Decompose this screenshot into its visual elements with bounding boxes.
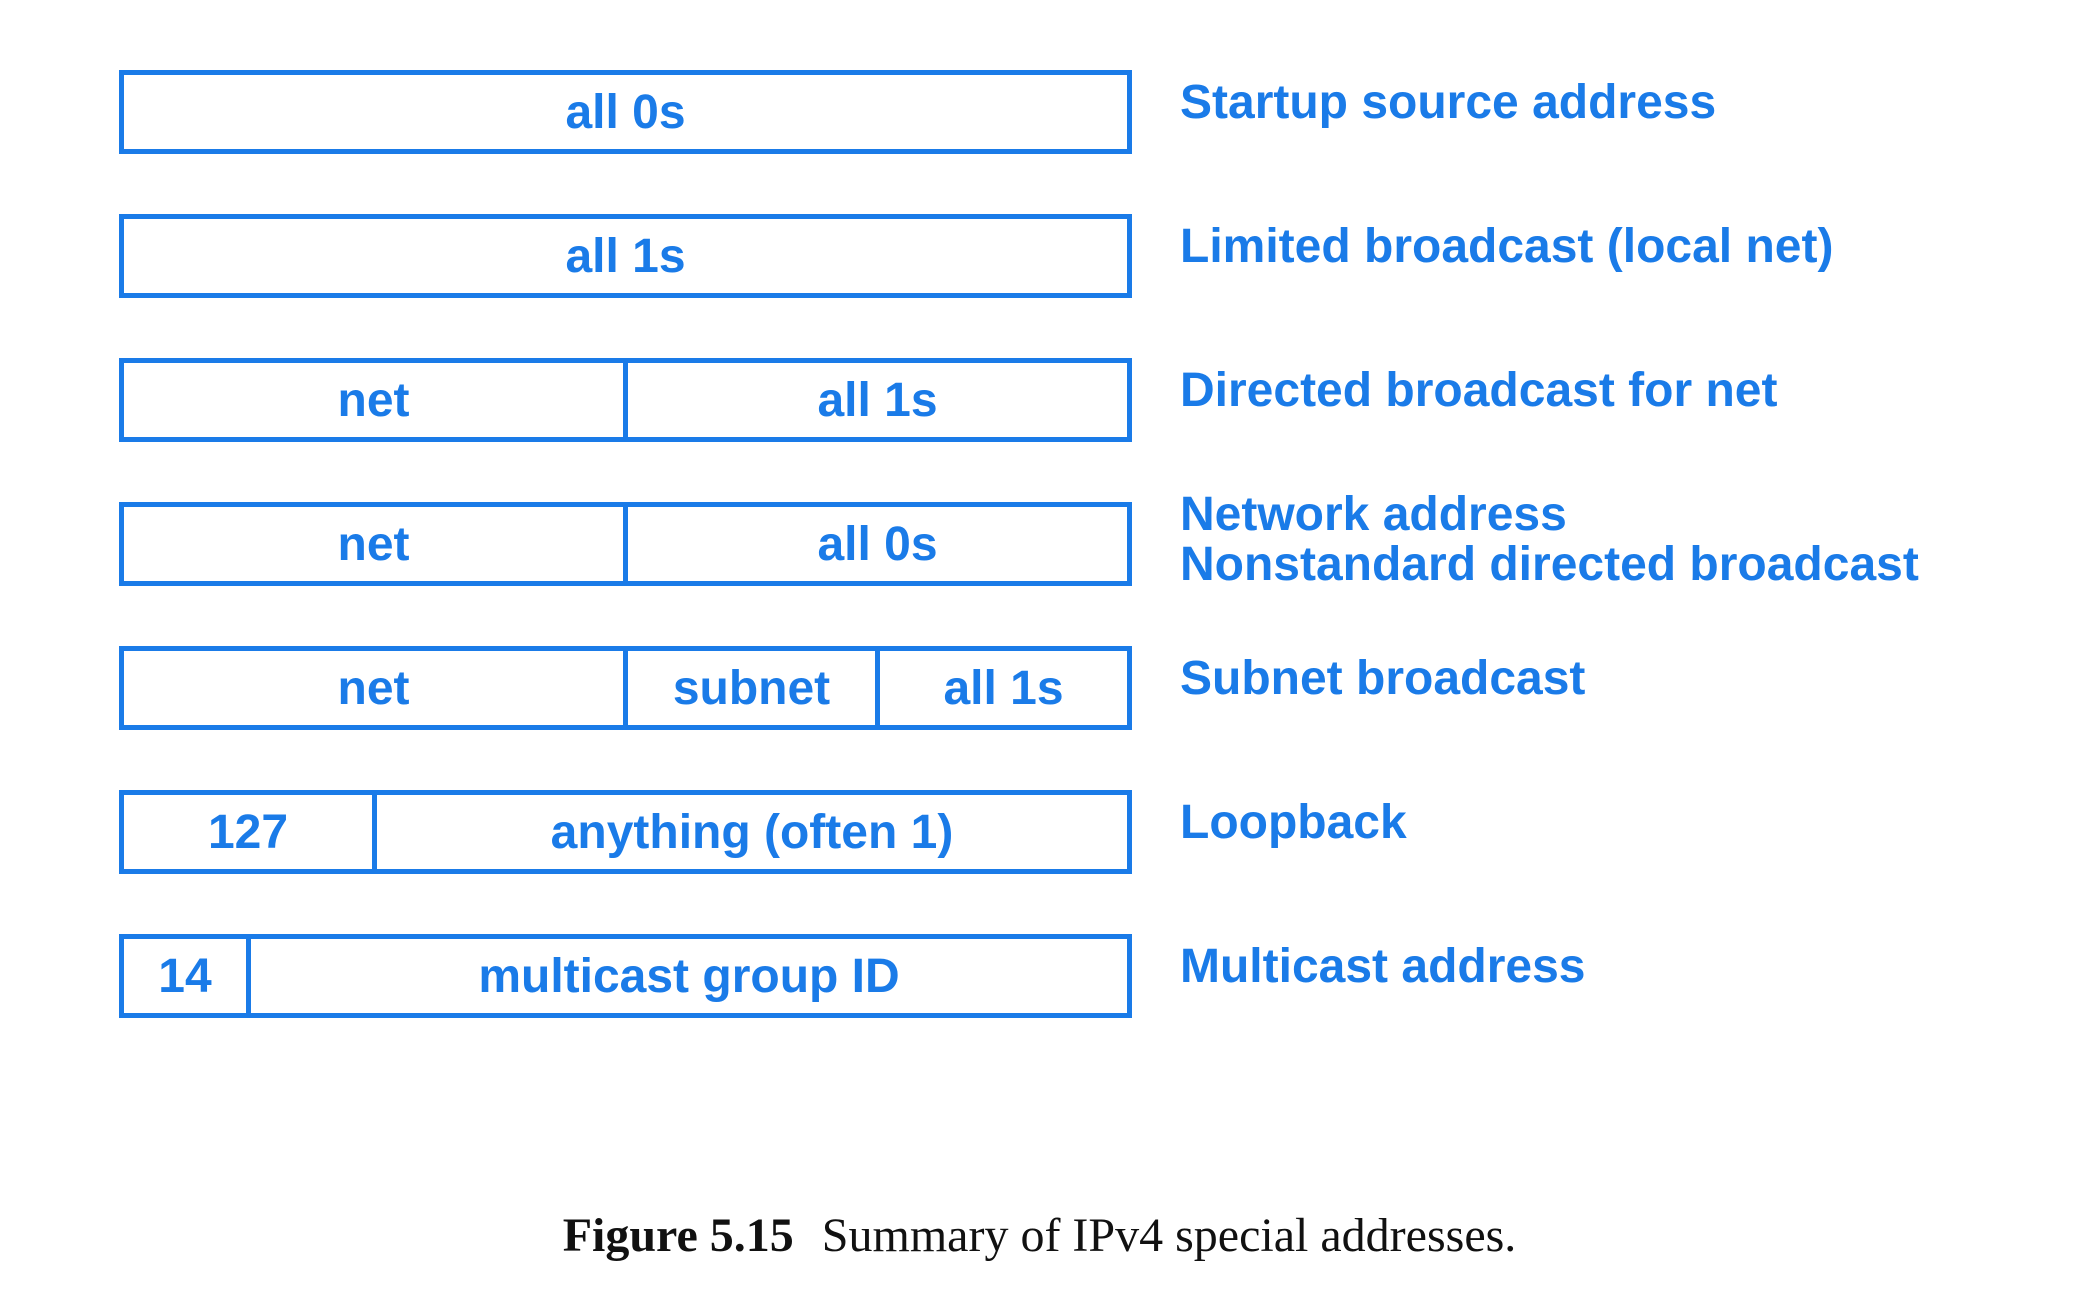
field-multicast-group-id: multicast group ID [478,949,900,1003]
field-subnet: subnet [628,651,880,725]
address-format-box: net all 1s [119,358,1132,442]
row-description: Directed broadcast for net [1180,366,1777,416]
address-row-directed-broadcast: net all 1s Directed broadcast for net [0,358,2079,458]
address-row-subnet-broadcast: net subnet all 1s Subnet broadcast [0,646,2079,746]
row-description: Multicast address [1180,942,1585,992]
field-anything: anything (often 1) [550,805,954,859]
field-net: net [124,507,628,581]
description-line: Startup source address [1180,76,1717,129]
description-line: Multicast address [1180,940,1586,993]
row-description: Subnet broadcast [1180,654,1585,704]
field-net: net [124,651,628,725]
figure-caption-text: Summary of IPv4 special addresses. [821,1209,1517,1262]
address-format-box: net all 0s [119,502,1132,586]
row-description: Network address Nonstandard directed bro… [1180,490,1919,590]
field-all-1s: all 1s [943,661,1064,715]
field-127: 127 [124,795,377,869]
address-row-loopback: 127 anything (often 1) Loopback [0,790,2079,890]
row-description: Loopback [1180,798,1407,848]
address-format-box: 14 multicast group ID [119,934,1132,1018]
field-all-0s: all 0s [817,517,938,571]
address-format-box: all 1s [119,214,1132,298]
address-row-network-address: net all 0s Network address Nonstandard d… [0,490,2079,602]
description-line: Loopback [1180,796,1407,849]
field-all-1s: all 1s [817,373,938,427]
description-line: Subnet broadcast [1180,652,1586,705]
address-format-box: 127 anything (often 1) [119,790,1132,874]
figure-caption: Figure 5.15 Summary of IPv4 special addre… [0,1208,2079,1263]
address-format-box: all 0s [119,70,1132,154]
address-row-multicast: 14 multicast group ID Multicast address [0,934,2079,1034]
row-description: Startup source address [1180,78,1716,128]
description-line: Network address [1180,488,1567,541]
address-format-box: net subnet all 1s [119,646,1132,730]
field-net: net [124,363,628,437]
description-line: Directed broadcast for net [1180,364,1778,417]
description-line: Limited broadcast (local net) [1180,220,1834,273]
row-description: Limited broadcast (local net) [1180,222,1833,272]
address-row-limited-broadcast: all 1s Limited broadcast (local net) [0,214,2079,314]
field-14: 14 [124,939,251,1013]
address-row-startup: all 0s Startup source address [0,70,2079,170]
field-all-1s: all 1s [565,229,686,283]
figure-number: Figure 5.15 [562,1209,794,1262]
field-all-0s: all 0s [565,85,686,139]
description-line: Nonstandard directed broadcast [1180,538,1919,591]
